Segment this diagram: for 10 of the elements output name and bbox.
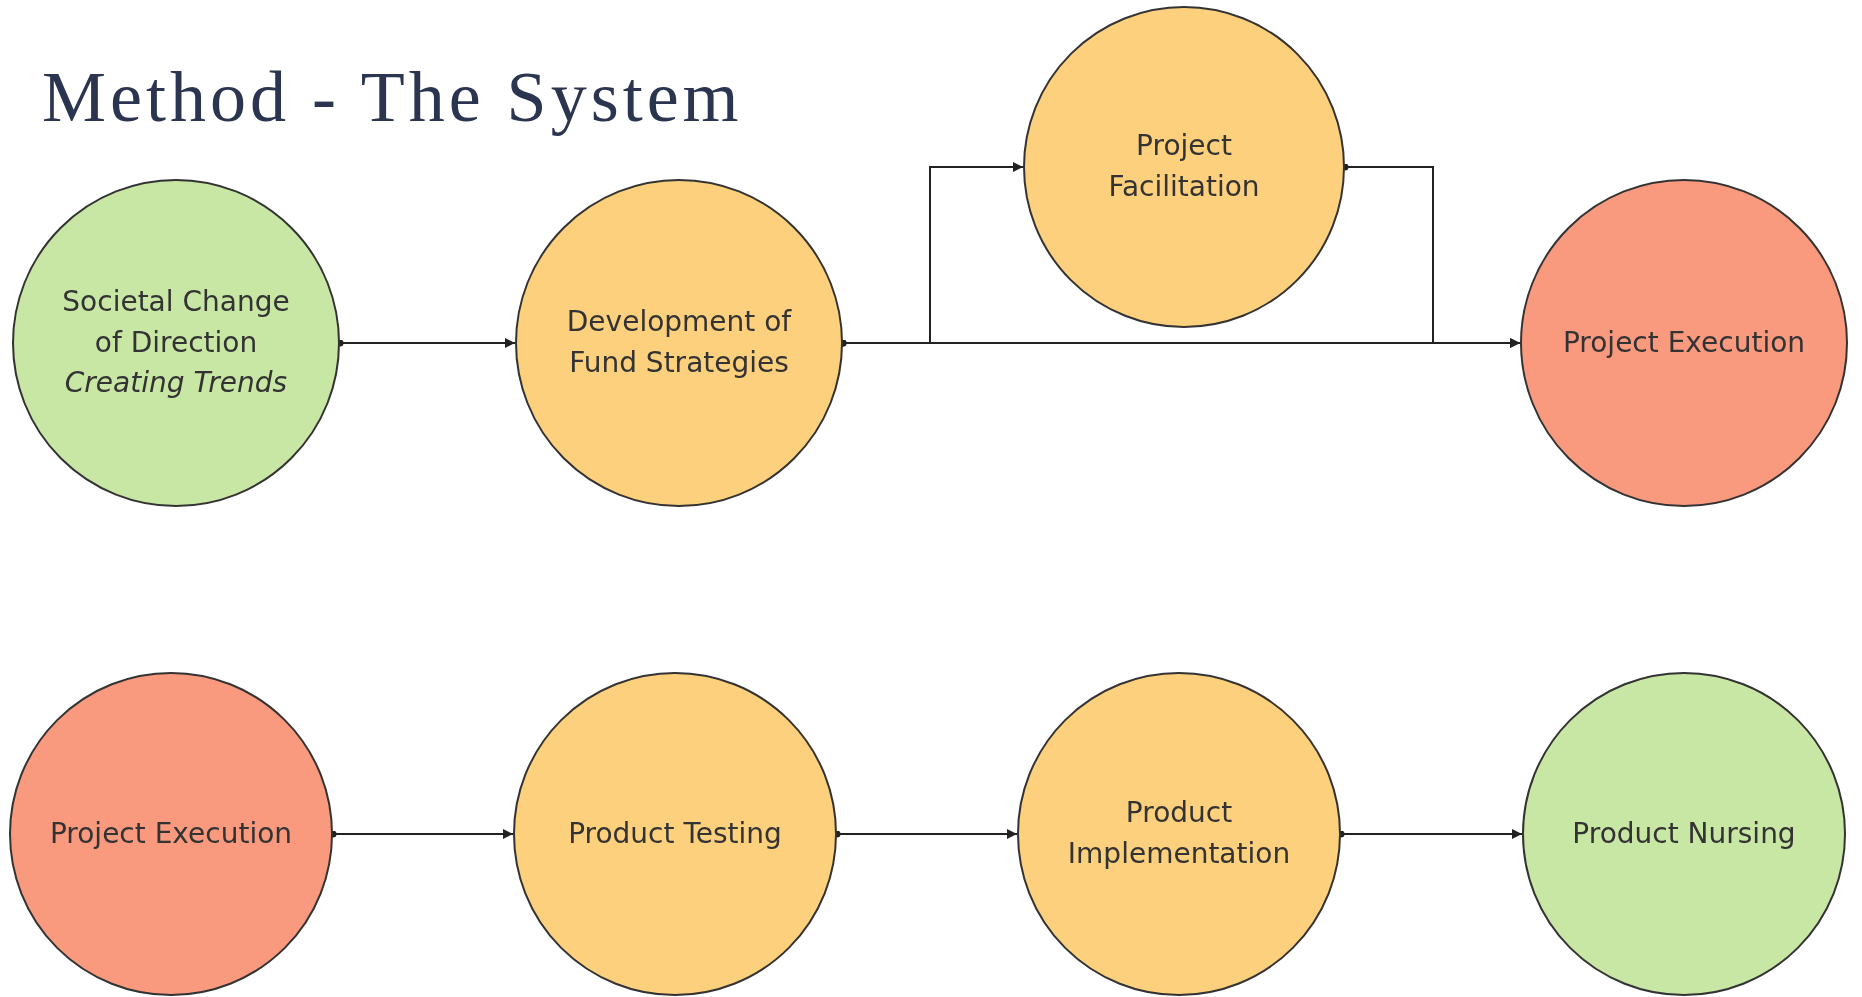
node-label: Product Implementation [1066, 795, 1292, 872]
node-label: Project Execution [1562, 324, 1806, 361]
title: Method - The System [42, 56, 743, 139]
node-label: Project Execution [49, 815, 293, 852]
node-label: Development of Fund Strategies [565, 304, 793, 381]
node-subtitle: Creating Trends [64, 365, 288, 402]
node-label: Societal Change of Direction [61, 284, 291, 361]
node-label: Project Facilitation [1107, 128, 1261, 205]
node-label: Product Testing [568, 815, 782, 852]
node-label: Product Nursing [1572, 815, 1796, 852]
